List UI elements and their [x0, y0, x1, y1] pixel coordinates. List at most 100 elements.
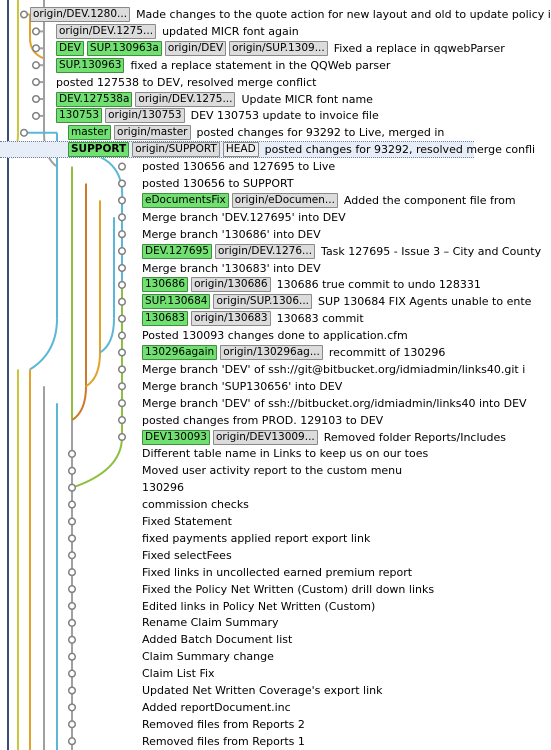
- commit-row[interactable]: Updated Net Written Coverage's export li…: [0, 682, 474, 699]
- commit-row-content: Moved user activity report to the custom…: [142, 462, 402, 479]
- commit-message: Added the component file from: [343, 193, 516, 207]
- remote-branch-tag[interactable]: origin/DEV.1280...: [30, 7, 131, 22]
- commit-message: posted changes from PROD. 129103 to DEV: [142, 413, 384, 427]
- local-branch-tag[interactable]: SUP.130963: [56, 57, 125, 73]
- remote-branch-tag[interactable]: origin/eDocumen...: [231, 192, 338, 208]
- commit-row[interactable]: fixed payments applied report export lin…: [0, 530, 474, 547]
- commit-message: Removed folder Reports/Includes: [323, 430, 506, 444]
- commit-message: Updated Net Written Coverage's export li…: [142, 684, 383, 697]
- local-branch-tag[interactable]: master: [68, 125, 112, 141]
- commit-dot: [67, 517, 77, 526]
- commit-row[interactable]: Fixed the Policy Net Written (Custom) dr…: [0, 581, 474, 598]
- commit-row[interactable]: Edited links in Policy Net Written (Cust…: [0, 598, 474, 615]
- local-branch-tag[interactable]: DEV.127538a: [56, 91, 133, 107]
- commit-dot: [117, 263, 127, 273]
- commit-dot: [67, 568, 77, 577]
- commit-row[interactable]: Removed files from Reports 1: [0, 733, 474, 750]
- commit-row[interactable]: 130296: [0, 479, 474, 496]
- local-branch-tag[interactable]: 130296again: [142, 345, 218, 360]
- remote-branch-tag[interactable]: origin/DEV.1275...: [56, 23, 157, 39]
- commit-dot: [67, 686, 77, 695]
- remote-branch-tag[interactable]: origin/DEV.1275...: [135, 91, 236, 107]
- remote-branch-tag[interactable]: origin/DEV13009...: [213, 429, 318, 445]
- commit-row[interactable]: Rename Claim Summary: [0, 614, 474, 631]
- commit-message: Removed files from Reports 1: [142, 734, 305, 748]
- local-branch-tag[interactable]: 130686: [142, 277, 189, 293]
- commit-dot: [67, 669, 77, 678]
- commit-row[interactable]: Fixed Statement: [0, 513, 474, 530]
- commit-row[interactable]: Merge branch '130686' into DEV: [0, 226, 474, 243]
- remote-branch-tag[interactable]: origin/130753: [105, 108, 185, 124]
- remote-branch-tag[interactable]: origin/DEV.1276...: [214, 243, 316, 259]
- commit-row[interactable]: posted changes from PROD. 129103 to DEV: [0, 412, 474, 429]
- commit-row[interactable]: Moved user activity report to the custom…: [0, 462, 474, 479]
- commit-message: Merge branch '130686' into DEV: [142, 227, 321, 241]
- commit-row[interactable]: commission checks: [0, 496, 474, 513]
- remote-branch-tag[interactable]: origin/SUP.1306...: [213, 294, 313, 310]
- local-branch-tag[interactable]: DEV.127695: [142, 243, 212, 259]
- local-branch-tag[interactable]: 130683: [142, 311, 189, 327]
- local-branch-tag[interactable]: 130753: [56, 108, 103, 124]
- commit-row[interactable]: Fixed links in uncollected earned premiu…: [0, 564, 474, 581]
- local-branch-tag[interactable]: SUPPORT: [68, 142, 130, 158]
- commit-row[interactable]: Removed files from Reports 2: [0, 716, 474, 733]
- remote-branch-tag[interactable]: origin/master: [114, 125, 191, 141]
- head-ref-tag[interactable]: HEAD: [222, 142, 259, 158]
- commit-dot: [19, 10, 29, 19]
- commit-message: DEV 130753 update to invoice file: [190, 109, 379, 123]
- commit-row-content: Merge branch 'DEV' of ssh://git@bitbucke…: [142, 361, 525, 378]
- commit-row[interactable]: Merge branch 'SUP130656' into DEV: [0, 378, 474, 395]
- remote-branch-tag[interactable]: origin/SUP.1309...: [229, 40, 328, 56]
- commit-row[interactable]: Posted 130093 changes done to applicatio…: [0, 327, 474, 344]
- commit-dot: [67, 737, 77, 746]
- commit-row[interactable]: posted 127538 to DEV, resolved merge con…: [0, 74, 474, 91]
- commit-row[interactable]: origin/DEV.1275...updated MICR font agai…: [0, 23, 474, 40]
- commit-message: Moved user activity report to the custom…: [142, 464, 403, 478]
- local-branch-tag[interactable]: SUP.130684: [142, 294, 211, 310]
- commit-row[interactable]: Merge branch '130683' into DEV: [0, 260, 474, 277]
- commit-row[interactable]: Added Batch Document list: [0, 631, 474, 648]
- commit-graph: [7, 0, 127, 750]
- commit-row[interactable]: Different table name in Links to keep us…: [0, 445, 474, 462]
- remote-branch-tag[interactable]: origin/DEV: [164, 40, 227, 56]
- commit-row[interactable]: posted 130656 to SUPPORT: [0, 175, 474, 192]
- local-branch-tag[interactable]: DEV: [56, 40, 84, 56]
- commit-row[interactable]: Fixed selectFees: [0, 547, 474, 564]
- commit-message: Posted 130093 changes done to applicatio…: [142, 329, 408, 343]
- commit-row[interactable]: Added reportDocument.inc: [0, 699, 474, 716]
- commit-row[interactable]: Merge branch 'DEV.127695' into DEV: [0, 209, 474, 226]
- commit-row[interactable]: Merge branch 'DEV' of ssh://bitbucket.or…: [0, 395, 527, 412]
- commit-row[interactable]: origin/DEV.1280...Made changes to the qu…: [0, 6, 551, 23]
- local-branch-tag[interactable]: DEV130093: [142, 429, 210, 445]
- commit-row-content: Edited links in Policy Net Written (Cust…: [142, 598, 375, 615]
- remote-branch-tag[interactable]: origin/130686: [191, 277, 271, 293]
- remote-branch-tag[interactable]: origin/130296ag...: [220, 345, 323, 360]
- remote-branch-tag[interactable]: origin/130683: [191, 311, 271, 327]
- commit-dot: [117, 213, 127, 222]
- commit-row[interactable]: posted 130656 and 127695 to Live: [0, 158, 474, 175]
- remote-branch-tag[interactable]: origin/SUPPORT: [132, 142, 220, 158]
- local-branch-tag[interactable]: SUP.130963a: [86, 40, 162, 56]
- local-branch-tag[interactable]: eDocumentsFix: [142, 192, 229, 208]
- commit-row[interactable]: Claim List Fix: [0, 665, 474, 682]
- commit-dot: [67, 635, 77, 644]
- commit-row[interactable]: Claim Summary change: [0, 648, 474, 665]
- commit-message: Fixed selectFees: [142, 548, 232, 562]
- commit-dot: [31, 44, 41, 53]
- commit-dot: [31, 94, 41, 104]
- commit-row[interactable]: Merge branch 'DEV' of ssh://git@bitbucke…: [0, 361, 525, 378]
